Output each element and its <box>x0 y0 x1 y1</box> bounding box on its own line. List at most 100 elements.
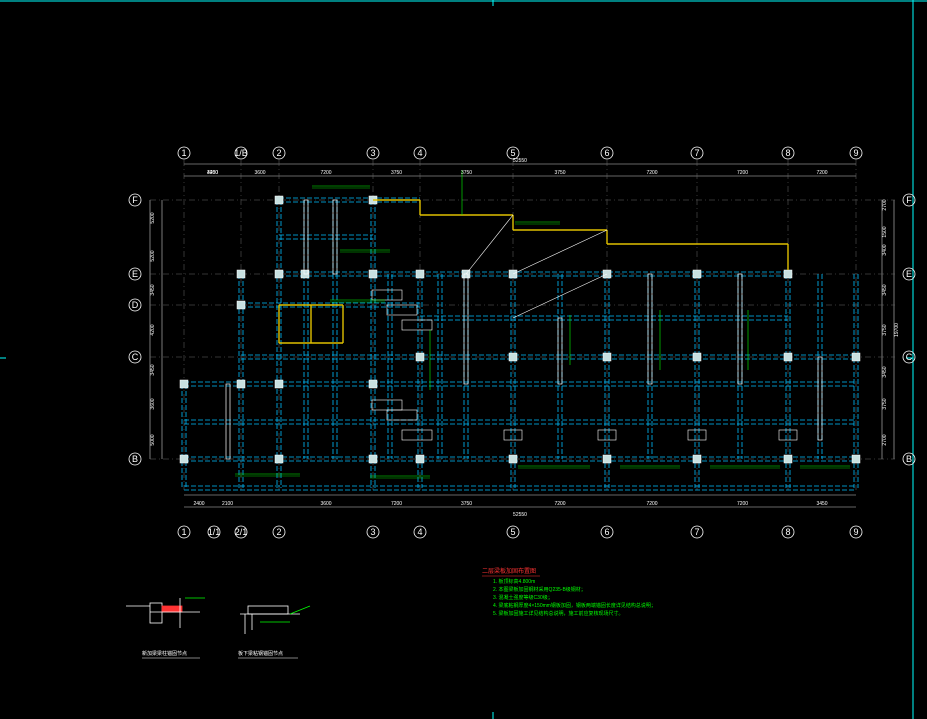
dimension-text-right: 1500 <box>882 226 888 237</box>
column <box>851 352 861 362</box>
column <box>783 269 793 279</box>
detail-node-2 <box>240 605 311 634</box>
note-line-4: 4. 梁底粘钢厚度4×150mm钢板加固，钢板两端锚固长度详见结构总说明； <box>493 602 656 609</box>
column <box>415 352 425 362</box>
axis-bubble-bottom <box>413 525 427 539</box>
note-line-1: 1. 板顶标高4.800m <box>493 578 535 585</box>
axis-bubble-top <box>272 146 286 160</box>
axis-bubble-bottom <box>366 525 380 539</box>
stair-diagonal <box>465 214 514 275</box>
stair-block <box>401 429 433 441</box>
axis-label-right: C <box>906 352 913 362</box>
stair-diagonal <box>512 273 608 319</box>
column-cap <box>503 429 523 441</box>
column <box>508 352 518 362</box>
column <box>783 454 793 464</box>
axis-label-left: C <box>132 352 139 362</box>
dimension-text-bottom: 7200 <box>554 501 565 507</box>
axis-bubble-right <box>902 452 916 466</box>
axis-bubble-bottom <box>690 525 704 539</box>
axis-bubble-right <box>902 193 916 207</box>
axis-label-left: B <box>132 454 138 464</box>
stair-block <box>386 304 418 316</box>
dimension-text-left: 3450 <box>150 364 156 375</box>
stair-block <box>386 409 418 421</box>
stair-block <box>401 319 433 331</box>
axis-label-bottom: 9 <box>853 527 858 537</box>
axis-bubble-top <box>506 146 520 160</box>
new-beam <box>817 356 823 441</box>
dimension-text-left: 5200 <box>150 212 156 223</box>
axis-label-top: 5 <box>510 148 515 158</box>
dimension-text-right: 3750 <box>882 324 888 335</box>
axis-bubble-bottom <box>781 525 795 539</box>
axis-label-left: D <box>132 300 139 310</box>
axis-label-top: 9 <box>853 148 858 158</box>
axis-label-left: E <box>132 269 138 279</box>
axis-label-top: 6 <box>604 148 609 158</box>
column <box>508 454 518 464</box>
axis-bubble-right <box>902 350 916 364</box>
dimension-text-top: 3450 <box>207 170 218 176</box>
axis-bubble-bottom <box>207 525 221 539</box>
column <box>692 454 702 464</box>
axis-label-bottom: 2 <box>276 527 281 537</box>
axis-bubble-bottom <box>177 525 191 539</box>
axis-bubble-top <box>366 146 380 160</box>
dimension-lines <box>149 163 895 508</box>
dimension-text-top: 7200 <box>816 170 827 176</box>
column <box>692 269 702 279</box>
column-cap <box>778 429 798 441</box>
dimension-text-bottom: 7200 <box>737 501 748 507</box>
note-line-3: 3. 混凝土强度等级C30级； <box>493 594 553 601</box>
column-cap <box>687 429 707 441</box>
dimension-text-bottom: 2400 <box>193 501 204 507</box>
new-beam <box>463 273 469 385</box>
axis-bubble-left <box>128 350 142 364</box>
dimension-text-left: 5000 <box>150 434 156 445</box>
axis-bubble-bottom <box>272 525 286 539</box>
axis-label-bottom: 7 <box>694 527 699 537</box>
axis-bubble-top <box>849 146 863 160</box>
column <box>236 269 246 279</box>
dimension-text-right: 2700 <box>882 434 888 445</box>
detail-caption-2: 板下梁粘钢锚固节点 <box>238 650 283 657</box>
axis-bubble-top <box>690 146 704 160</box>
column <box>368 379 378 389</box>
column <box>851 454 861 464</box>
axis-label-bottom: 6 <box>604 527 609 537</box>
axis-label-bottom: 1/1 <box>208 527 221 537</box>
axis-label-top: 3 <box>370 148 375 158</box>
axis-label-top: 7 <box>694 148 699 158</box>
dimension-text-top: 3750 <box>554 170 565 176</box>
axis-label-top: 4 <box>417 148 422 158</box>
dimension-text-right: 3450 <box>882 366 888 377</box>
axis-bubble-left <box>128 267 142 281</box>
column <box>602 454 612 464</box>
dimension-text-top: 7200 <box>737 170 748 176</box>
axis-label-right: F <box>906 195 912 205</box>
column <box>368 454 378 464</box>
note-line-5: 5. 梁板加固施工详见结构总说明，施工前应复核现场尺寸。 <box>493 610 624 617</box>
dimension-text-left: 4200 <box>150 324 156 335</box>
dimension-text-top: 3750 <box>461 170 472 176</box>
axis-bubble-left <box>128 193 142 207</box>
dimension-text-bottom: 7200 <box>391 501 402 507</box>
column <box>602 352 612 362</box>
dimension-text-top: 7200 <box>646 170 657 176</box>
axis-label-bottom: 3 <box>370 527 375 537</box>
axis-label-bottom: 1 <box>181 527 186 537</box>
axis-bubble-top <box>177 146 191 160</box>
new-beam <box>647 273 653 385</box>
dimension-text-bottom: 7200 <box>646 501 657 507</box>
column <box>274 454 284 464</box>
axis-label-left: F <box>132 195 138 205</box>
column <box>692 352 702 362</box>
new-beam <box>303 199 309 275</box>
annotation-leaders <box>235 170 850 479</box>
dimension-text-top: 4200 <box>207 170 218 176</box>
dimension-text-right: 3750 <box>882 398 888 409</box>
general-notes: 二层梁板加固布置图 1. 板顶标高4.800m 2. 本图梁板加固钢材采用Q23… <box>482 567 656 617</box>
